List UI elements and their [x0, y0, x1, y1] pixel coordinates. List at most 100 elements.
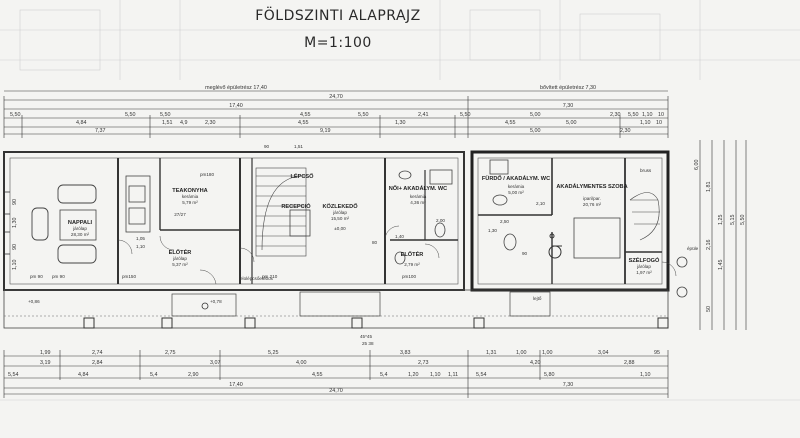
room-name: TEAKONYHA: [172, 188, 207, 194]
room-lepcso: LÉPCSŐ: [290, 172, 314, 180]
room-name: NŐI+ AKADÁLYM. WC: [389, 185, 447, 192]
room-level: ±0,00: [334, 226, 346, 231]
room-teakonyha: TEAKONYHA kerámia 5,79 m² 27/27: [172, 188, 207, 217]
spiral-staircase: [629, 192, 660, 241]
misc-labels: elolépcsőelébox +0,86 +0,78 45*45 25 38 …: [28, 144, 699, 346]
room-name: RECEPCIÓ: [281, 202, 311, 210]
bottom-dim-existing: 17,40: [229, 382, 243, 388]
front-terrace: [3, 289, 669, 329]
dim-label: 1,25: [718, 215, 724, 226]
dim-90-b: 90: [522, 251, 528, 256]
dim-label: 1,00: [542, 350, 553, 356]
door-pm100: pm100: [402, 274, 416, 279]
dim-label: 1,10: [12, 260, 18, 271]
room-furdo: FÜRDŐ / AKADÁLYM. WC kerámia 5,00 m²: [482, 175, 550, 195]
room-name: SZÉLFOGÓ: [629, 256, 660, 264]
dim-label: 4,55: [298, 120, 309, 126]
door-pm90-b: pm 90: [30, 274, 43, 279]
dim-label: 1,81: [706, 182, 712, 193]
room-name: ELŐTÉR: [401, 250, 424, 258]
right-dimension-lines: [699, 140, 747, 330]
dim-label: 5,50: [740, 215, 746, 226]
dim-210: 2,10: [536, 201, 545, 206]
dim-label: 5,50: [460, 112, 471, 118]
dim-label: 5,00: [530, 128, 541, 134]
dim-label: 95: [654, 350, 660, 356]
dim-151: 1,51: [294, 144, 303, 149]
room-floor: kerámia: [182, 194, 199, 199]
level-mid: +0,78: [210, 299, 222, 304]
dim-label: 2,74: [92, 350, 103, 356]
door-pm210: pm 210: [262, 274, 278, 279]
dim-label: 9,19: [320, 128, 331, 134]
dim-label: 5,50: [125, 112, 136, 118]
room-area: 5,00 m²: [508, 190, 524, 195]
dim-label: 1,51: [162, 120, 173, 126]
dim-label: 5,00: [566, 120, 577, 126]
room-szelfogo: SZÉLFOGÓ járólap 1,97 m²: [629, 256, 660, 275]
door-pm150: pm150: [122, 274, 136, 279]
top-dim-row-5: 7,37 9,19 5,00 2,30: [95, 128, 631, 134]
dim-label: 5,00: [530, 112, 541, 118]
dim-label: 5,80: [544, 372, 555, 378]
dim-label: 3,04: [598, 350, 609, 356]
dim-label: 4,84: [76, 120, 87, 126]
dim-label: 1,99: [40, 350, 51, 356]
staircase: [255, 167, 307, 257]
room-area: 28,30 m²: [71, 232, 90, 237]
dim-label: 2,30: [620, 128, 631, 134]
left-windows: [4, 191, 10, 255]
room-area: 5,79 m²: [182, 200, 198, 205]
dim-label: 1,00: [516, 350, 527, 356]
dim-label: 2,84: [92, 360, 103, 366]
label-epit: épüle: [687, 246, 699, 251]
room-area: 15,50 m²: [331, 216, 350, 221]
dim-label: 5,4: [380, 372, 388, 378]
room-floor: járólap: [72, 226, 87, 231]
room-floor: járólap: [636, 264, 651, 269]
dim-label: 2,30: [205, 120, 216, 126]
dim-label: 10: [656, 120, 662, 126]
label-lejt: lejtő: [533, 296, 542, 301]
plan-scale: M=1:100: [304, 35, 372, 51]
dim-label: 50: [706, 306, 712, 312]
room-name: AKADÁLYMENTES SZOBA: [556, 183, 627, 190]
dim-label: 3,19: [40, 360, 51, 366]
dim-label: 1,10: [640, 372, 651, 378]
dim-label: 1,30: [395, 120, 406, 126]
level-left: +0,86: [28, 299, 40, 304]
dim-label: 5,15: [730, 215, 736, 226]
label-angle-2: 25 38: [362, 341, 374, 346]
top-dimension-lines: [3, 96, 669, 138]
dim-label: 5,50: [10, 112, 21, 118]
dim-label: 2,30: [610, 112, 621, 118]
right-dims: 6,00 1,81 2,16 1,25 5,15 5,50 1,45 50: [694, 160, 746, 313]
dim-label: 1,10: [430, 372, 441, 378]
dim-label: 4,00: [296, 360, 307, 366]
dim-label: 2,41: [418, 112, 429, 118]
room-name: KÖZLEKEDŐ: [322, 203, 358, 210]
label-bruss: bruss: [640, 168, 652, 173]
label-angle: 45*45: [360, 334, 372, 339]
room-area: 2,79 m²: [404, 262, 420, 267]
dim-label: 4,55: [312, 372, 323, 378]
room-eloter-2: ELŐTÉR 2,79 m²: [401, 250, 424, 267]
room-extra: 27/27: [174, 212, 186, 217]
room-recepcio: RECEPCIÓ: [281, 202, 311, 210]
room-nappali: NAPPALI járólap 28,30 m²: [68, 220, 93, 237]
dim-label: 90: [12, 244, 18, 250]
door-pm90: pm 90: [52, 274, 65, 279]
section-header-row: meglévő épületrész 17,40 bővített épület…: [4, 85, 668, 92]
dim-label: 5,50: [358, 112, 369, 118]
dim-110: 1,10: [136, 244, 145, 249]
plan-title: FÖLDSZINTI ALAPRAJZ: [255, 6, 421, 24]
dim-label: 1,45: [718, 260, 724, 271]
room-eloter-1: ELŐTÉR járólap 5,37 m²: [169, 248, 192, 267]
background-ghost-lines: [0, 0, 800, 401]
dim-label: 3,07: [210, 360, 221, 366]
room-akadalymentes-szoba: AKADÁLYMENTES SZOBA ipari/par. 20,76 m²: [556, 183, 627, 207]
room-floor: ipari/par.: [583, 196, 601, 201]
wheelchair-icon: [548, 233, 562, 259]
room-kozlekedo: KÖZLEKEDŐ járólap 15,50 m² ±0,00: [322, 203, 358, 231]
